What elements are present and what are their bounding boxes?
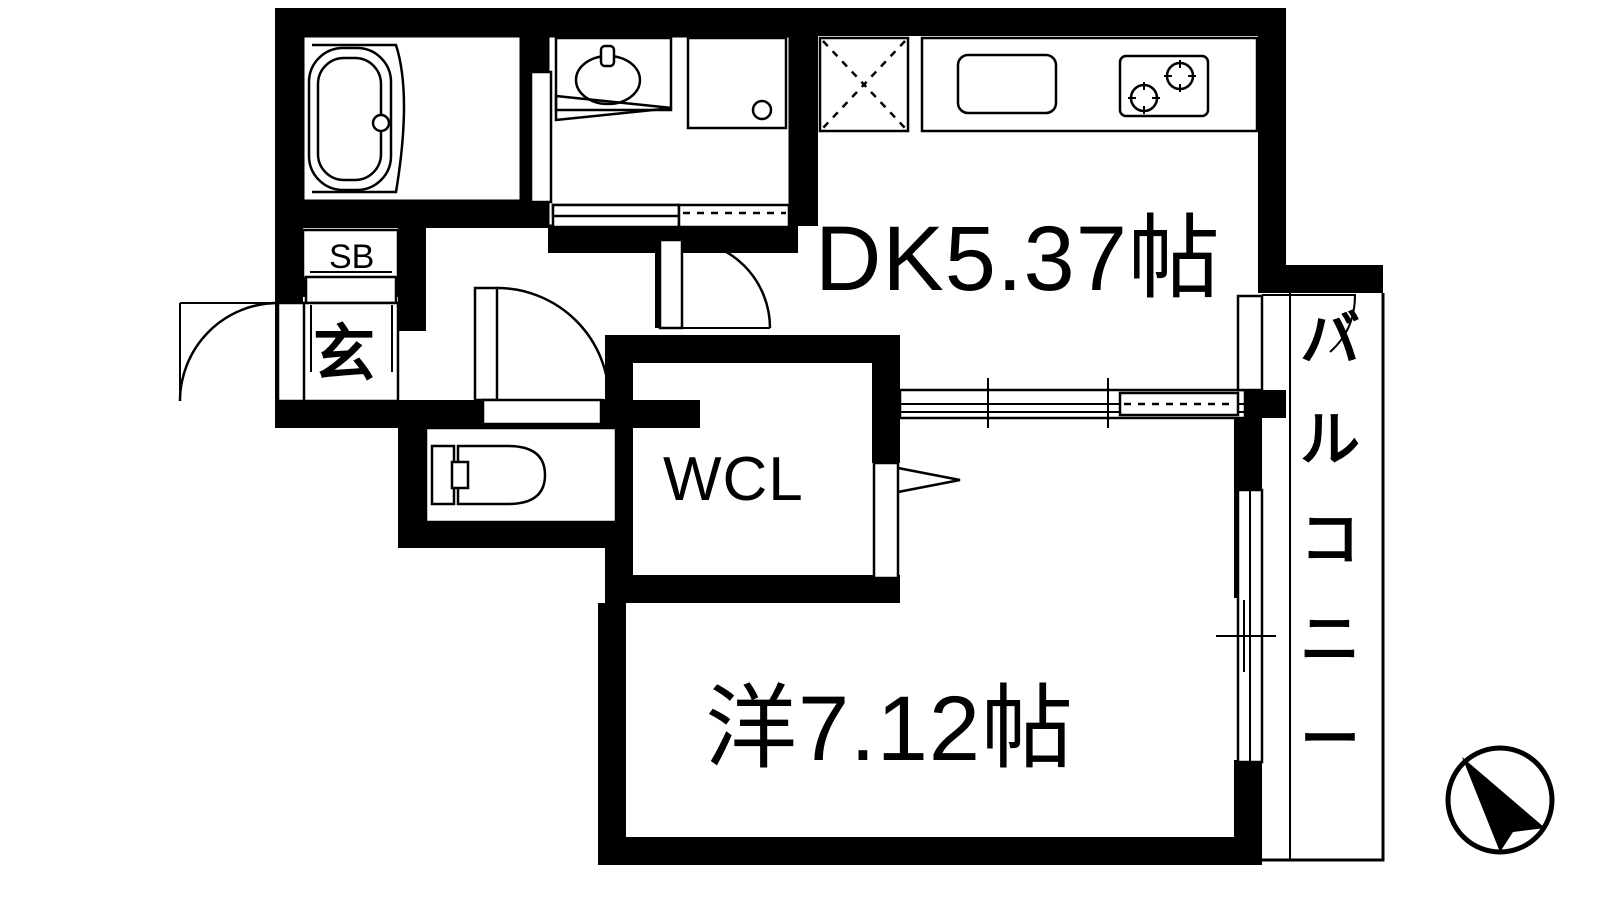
shoe-box — [301, 228, 400, 280]
bathtub-icon — [307, 46, 393, 192]
bathroom-unit — [301, 34, 523, 203]
bathroom-sliding-door[interactable] — [551, 203, 791, 229]
shoe-box-label: SB — [329, 238, 374, 276]
two-burner-stove-icon — [1118, 54, 1210, 118]
vanity-sink-icon — [554, 36, 673, 122]
wcl-label: WCL — [663, 445, 804, 514]
entrance-door[interactable] — [178, 301, 306, 403]
kitchen-area — [818, 36, 1259, 133]
balcony-label-char-4: ー — [1300, 706, 1360, 773]
balcony-area — [1216, 293, 1385, 862]
balcony-label-char-2: コ — [1300, 506, 1360, 573]
dk-door[interactable] — [658, 238, 772, 330]
kitchen-sink-icon — [956, 53, 1058, 115]
dk-room-label: DK5.37帖 — [815, 208, 1221, 310]
compass-rose-icon — [1445, 745, 1555, 855]
toilet-room — [424, 426, 618, 524]
hall-door[interactable] — [473, 286, 611, 402]
toilet-icon — [430, 444, 547, 506]
room-partition-sliding-door[interactable] — [898, 378, 1247, 428]
balcony-label-char-1: ル — [1300, 406, 1360, 473]
balcony-label: バ ル コ ニ ー — [1300, 306, 1360, 773]
balcony-label-char-0: バ — [1300, 306, 1360, 373]
washing-machine-icon — [686, 36, 788, 130]
refrigerator-icon — [818, 36, 910, 133]
balcony-label-char-3: ニ — [1300, 606, 1360, 673]
entrance-area — [178, 228, 611, 426]
entrance-label: 玄 — [313, 320, 375, 389]
washroom — [529, 34, 792, 229]
western-room-label: 洋7.12帖 — [705, 678, 1074, 780]
wcl-sliding-door[interactable] — [872, 461, 961, 580]
balcony-sliding-window[interactable] — [1216, 294, 1276, 764]
